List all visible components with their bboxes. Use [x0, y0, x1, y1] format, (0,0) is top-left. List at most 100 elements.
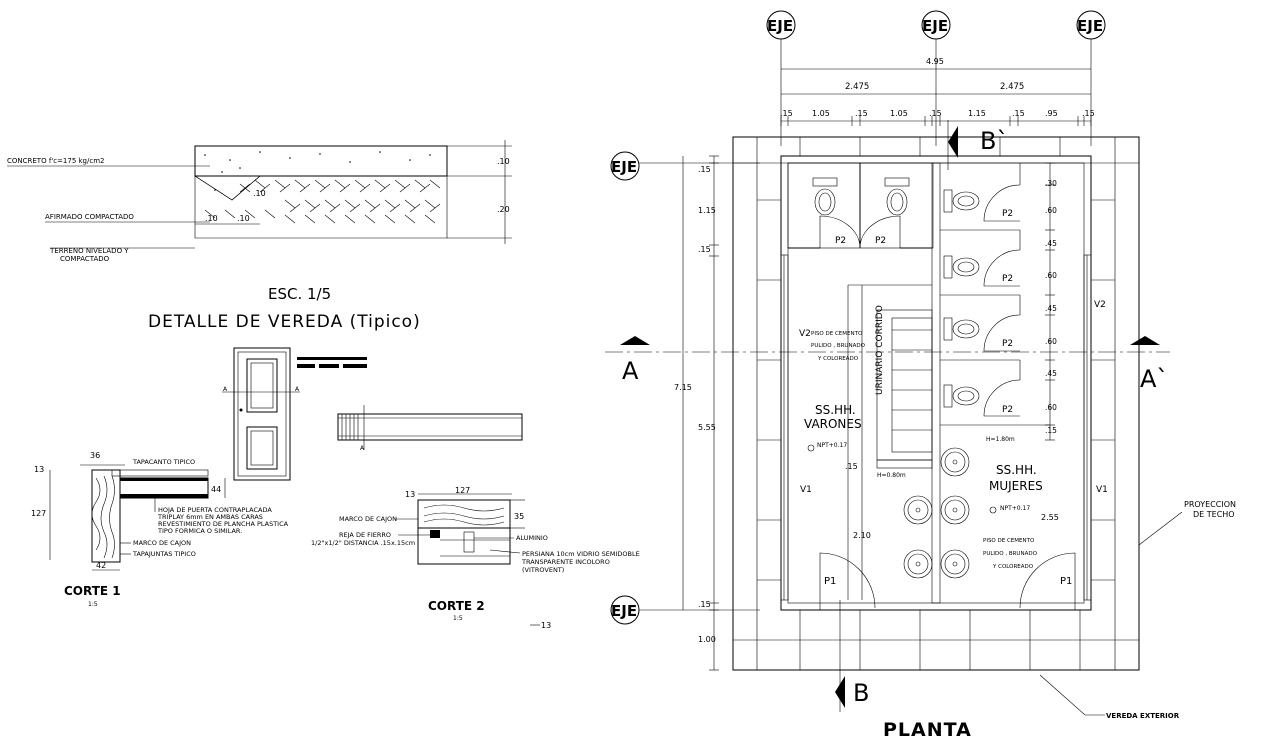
right-dim-0: .30 [1045, 179, 1057, 188]
corte2-dim-35: 35 [514, 512, 524, 521]
corte2-title: CORTE 2 [428, 599, 485, 613]
corte2-label-marco: MARCO DE CAJON [339, 515, 397, 523]
label-terreno-1: TERRENO NIVELADO Y [49, 247, 129, 255]
corte2-dim-13: 13 [405, 490, 415, 499]
dim-half-left: 2.475 [845, 82, 869, 92]
corte1-label-marco: MARCO DE CAJON [133, 539, 191, 547]
door-p2-men-1: P2 [835, 236, 846, 246]
room-varones-2: VARONES [804, 417, 862, 431]
top-dim-0: .15 [780, 109, 793, 118]
label-terreno-2: COMPACTADO [60, 255, 110, 263]
vereda-dim-10-b1: .10 [205, 214, 218, 223]
door-p2-w-4: P2 [1002, 405, 1013, 415]
corte2-label-reja-2: 1/2"x1/2" DISTANCIA .15x.15cm [311, 539, 415, 547]
vereda-title: DETALLE DE VEREDA (Tipico) [148, 312, 421, 332]
dim-2-55: 2.55 [1041, 513, 1059, 522]
vereda-dim-10: .10 [497, 157, 510, 166]
vereda-dim-20: .20 [497, 205, 510, 214]
top-dim-1: 1.05 [812, 109, 830, 118]
corte1-label-tapajuntas: TAPAJUNTAS TIPICO [132, 550, 196, 558]
window-v1-right: V1 [1096, 485, 1108, 495]
corte1-scale: 1:5 [88, 601, 98, 608]
planta: EJE EJE EJE EJE EJE 4.95 2.475 2.475 .15… [605, 10, 1236, 741]
piso-w-2: PULIDO , BRUNADO [983, 551, 1038, 557]
top-dim-7: .95 [1045, 109, 1058, 118]
proyeccion-1: PROYECCION [1184, 500, 1236, 509]
left-dim-4: .15 [698, 600, 711, 609]
piso-w-1: PISO DE CEMENTO [983, 538, 1035, 544]
npt-women: NPT+0.17 [1000, 505, 1030, 512]
eje-left: EJE EJE [610, 151, 760, 625]
vereda-dim-10-b2: .10 [237, 214, 250, 223]
right-dim-1: .60 [1045, 206, 1057, 215]
corte1-title: CORTE 1 [64, 584, 121, 598]
window-v2-right: V2 [1094, 300, 1106, 310]
door-mark-a1: A [223, 386, 228, 393]
corte2-label-aluminio: ALUMINIO [516, 534, 548, 542]
dim-total: 4.95 [926, 57, 944, 66]
door-p1-men: P1 [824, 576, 836, 587]
urinario-label: URINARIO CORRIDO [875, 305, 885, 395]
corte2-label-persiana-1: PERSIANA 10cm VIDRIO SEMIDOBLE [522, 550, 640, 558]
top-dim-8: .15 [1082, 109, 1095, 118]
vereda-detail: .10 .20 .10 .10 .10 CONCRETO f'c=175 kg/… [7, 140, 512, 332]
section-b: B [853, 679, 869, 707]
corte1-dim-127: 127 [31, 509, 46, 518]
room-mujeres-1: SS.HH. [996, 463, 1037, 477]
dim-15-mid: .15 [845, 462, 858, 471]
eje-label-1: EJE [767, 17, 793, 35]
top-dim-4: .15 [929, 109, 942, 118]
section-a: A [622, 357, 639, 385]
section-a2: A` [1140, 365, 1168, 393]
vereda-exterior: VEREDA EXTERIOR [1106, 712, 1180, 720]
piso-w-3: Y COLOREADO [992, 564, 1034, 570]
corte1-dim-13: 13 [34, 465, 44, 474]
corte1-dim-36: 36 [90, 451, 100, 460]
eje-top: EJE EJE EJE [766, 10, 1106, 146]
proyeccion-2: DE TECHO [1193, 510, 1235, 519]
corte2-scale: 1:5 [453, 615, 463, 622]
right-dim-7: .60 [1045, 403, 1057, 412]
left-dim-0: .15 [698, 165, 711, 174]
dim-half-right: 2.475 [1000, 82, 1024, 92]
npt-men: NPT+0.17 [817, 442, 847, 449]
eje-label-3: EJE [1077, 17, 1103, 35]
window-v2-left: V2 [799, 329, 811, 339]
corte2-misc: 13 [541, 621, 551, 630]
eje-label-4: EJE [611, 158, 637, 176]
h-180: H=1.80m [986, 436, 1015, 443]
planta-title: PLANTA [883, 719, 972, 741]
corte1-label-tapacanto: TAPACANTO TIPICO [132, 458, 195, 466]
left-dim-5: 1.00 [698, 635, 716, 644]
door-p1-women: P1 [1060, 576, 1072, 587]
top-dim-2: .15 [855, 109, 868, 118]
door-p2-w-2: P2 [1002, 274, 1013, 284]
eje-label-2: EJE [922, 17, 948, 35]
corte2-label-reja: REJA DE FIERRO [339, 531, 391, 539]
left-dim-2: .15 [698, 245, 711, 254]
left-dim-3: 5.55 [698, 423, 716, 432]
vereda-dim-10-inner: .10 [253, 189, 266, 198]
door-p2-w-3: P2 [1002, 339, 1013, 349]
right-dim-4: .45 [1045, 304, 1057, 313]
top-dim-6: .15 [1012, 109, 1025, 118]
left-dim-1: 1.15 [698, 206, 716, 215]
vereda-scale: ESC. 1/5 [268, 285, 331, 303]
corte1-label-hoja-3: REVESTIMIENTO DE PLANCHA PLASTICA [158, 520, 289, 528]
right-dim-3: .60 [1045, 271, 1057, 280]
right-dim-2: .45 [1045, 239, 1057, 248]
door-mark-a3: A [360, 445, 365, 452]
right-dim-5: .60 [1045, 337, 1057, 346]
piso-men-3: Y COLOREADO [817, 356, 859, 362]
right-dim-6: .45 [1045, 369, 1057, 378]
right-dims: .30.60.45.60.45.60.45.60.15 [1045, 162, 1057, 441]
corte-2: 127 13 35 MARCO DE CAJON REJA DE FIERRO … [311, 486, 640, 630]
corte1-dim-44: 44 [211, 485, 221, 494]
window-v1-left: V1 [800, 485, 812, 495]
piso-men-1: PISO DE CEMENTO [811, 331, 863, 337]
room-varones-1: SS.HH. [815, 403, 856, 417]
top-dim-5: 1.15 [968, 109, 986, 118]
dim-left-total: 7.15 [674, 383, 692, 392]
corte1-label-hoja-4: TIPO FORMICA O SIMILAR. [157, 527, 242, 535]
